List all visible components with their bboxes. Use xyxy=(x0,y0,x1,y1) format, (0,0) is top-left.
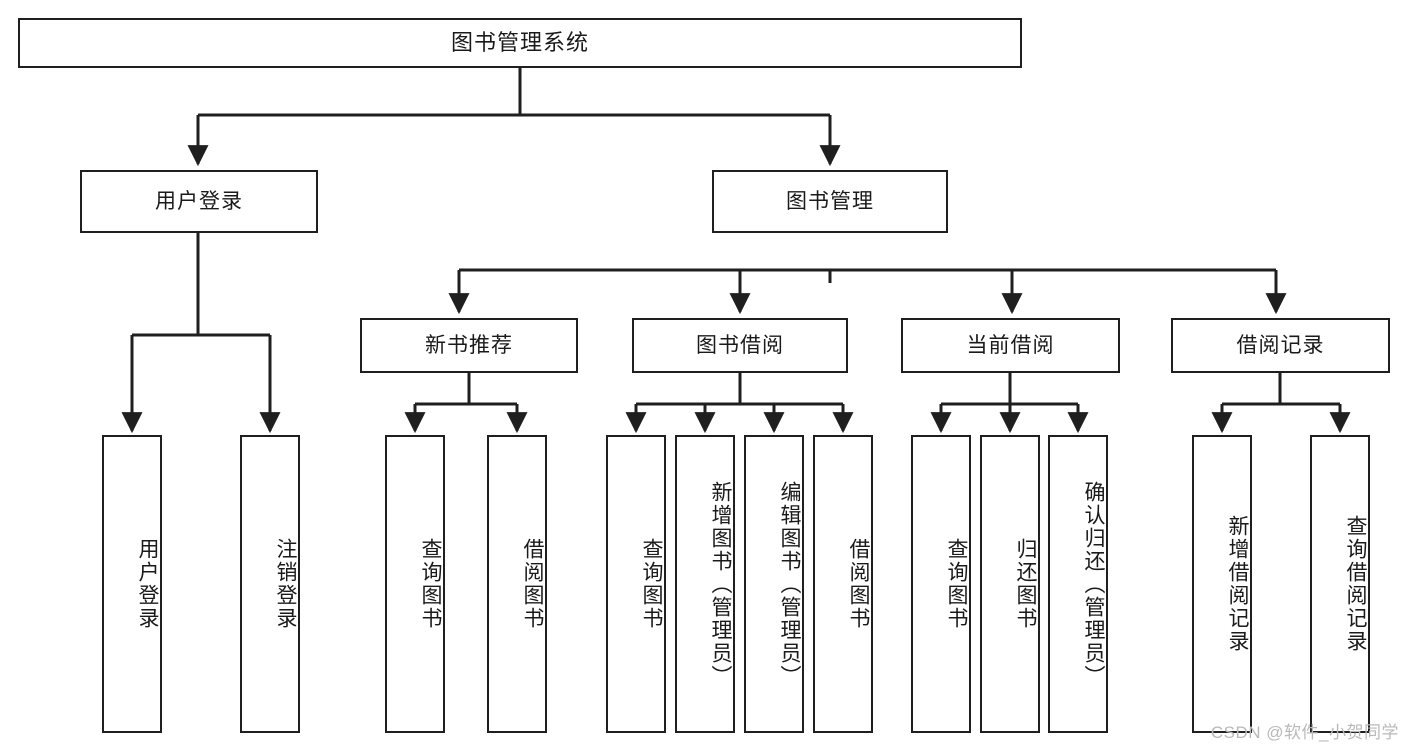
leaf-book-borrow-1[interactable]: 查询图书 xyxy=(606,435,666,733)
leaf-borrow-record-2-label: 查询借阅记录 xyxy=(1344,515,1367,653)
leaf-current-borrow-3[interactable]: 确认归还（管理员） xyxy=(1048,435,1108,733)
node-book-manage[interactable]: 图书管理 xyxy=(712,170,948,233)
leaf-user-login-1[interactable]: 用户登录 xyxy=(102,435,162,733)
node-borrow-record[interactable]: 借阅记录 xyxy=(1171,318,1390,373)
node-user-login-label: 用户登录 xyxy=(155,189,243,213)
leaf-new-book-1-label: 查询图书 xyxy=(419,538,442,630)
node-book-borrow[interactable]: 图书借阅 xyxy=(632,318,848,373)
leaf-current-borrow-2[interactable]: 归还图书 xyxy=(980,435,1040,733)
node-book-borrow-label: 图书借阅 xyxy=(696,333,784,357)
leaf-user-login-2-label: 注销登录 xyxy=(274,538,297,630)
leaf-book-borrow-4[interactable]: 借阅图书 xyxy=(813,435,873,733)
node-root[interactable]: 图书管理系统 xyxy=(18,18,1022,68)
leaf-new-book-1[interactable]: 查询图书 xyxy=(385,435,445,733)
node-book-manage-label: 图书管理 xyxy=(786,189,874,213)
leaf-book-borrow-2-label: 新增图书（管理员） xyxy=(709,480,732,688)
leaf-book-borrow-1-label: 查询图书 xyxy=(640,538,663,630)
leaf-current-borrow-2-label: 归还图书 xyxy=(1014,538,1037,630)
leaf-book-borrow-3-label: 编辑图书（管理员） xyxy=(778,480,801,688)
node-user-login[interactable]: 用户登录 xyxy=(80,170,318,233)
leaf-current-borrow-1-label: 查询图书 xyxy=(945,538,968,630)
csdn-watermark: CSDN @软件_小贺同学 xyxy=(1210,723,1399,742)
leaf-borrow-record-1-label: 新增借阅记录 xyxy=(1226,515,1249,653)
leaf-current-borrow-1[interactable]: 查询图书 xyxy=(911,435,971,733)
node-borrow-record-label: 借阅记录 xyxy=(1236,333,1325,357)
leaf-user-login-1-label: 用户登录 xyxy=(136,538,159,630)
leaf-new-book-2-label: 借阅图书 xyxy=(521,538,544,630)
leaf-book-borrow-2[interactable]: 新增图书（管理员） xyxy=(675,435,735,733)
leaf-book-borrow-4-label: 借阅图书 xyxy=(847,538,870,630)
leaf-current-borrow-3-label: 确认归还（管理员） xyxy=(1082,480,1105,688)
leaf-borrow-record-2[interactable]: 查询借阅记录 xyxy=(1310,435,1370,733)
leaf-borrow-record-1[interactable]: 新增借阅记录 xyxy=(1192,435,1252,733)
node-new-book-recommend[interactable]: 新书推荐 xyxy=(360,318,578,373)
node-current-borrow-label: 当前借阅 xyxy=(966,333,1055,357)
leaf-new-book-2[interactable]: 借阅图书 xyxy=(487,435,547,733)
node-current-borrow[interactable]: 当前借阅 xyxy=(901,318,1120,373)
leaf-book-borrow-3[interactable]: 编辑图书（管理员） xyxy=(744,435,804,733)
leaf-user-login-2[interactable]: 注销登录 xyxy=(240,435,300,733)
node-new-book-recommend-label: 新书推荐 xyxy=(425,333,513,357)
node-root-label: 图书管理系统 xyxy=(450,29,589,55)
